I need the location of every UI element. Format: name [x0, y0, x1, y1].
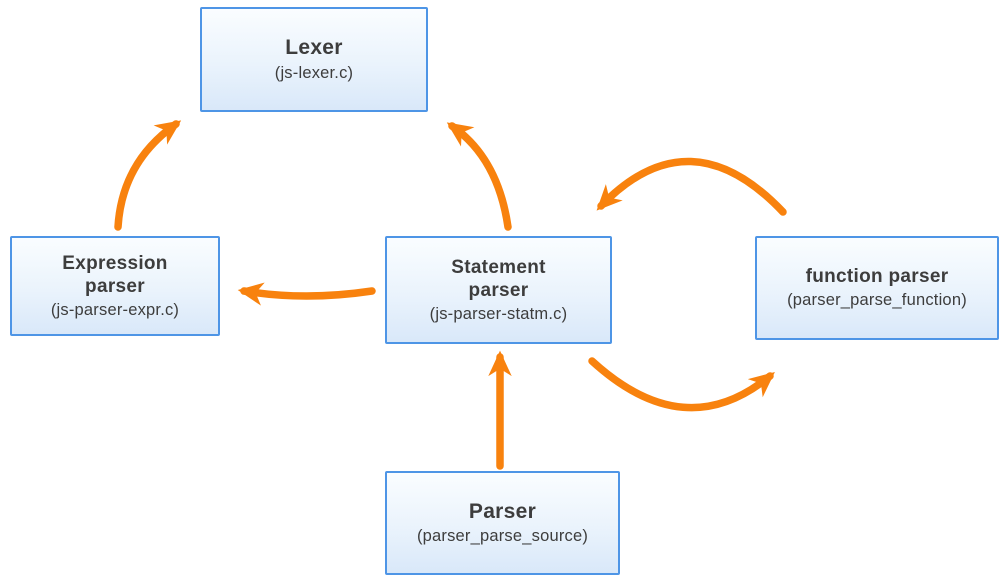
node-title: Statement parser — [451, 256, 546, 301]
node-parser: Parser (parser_parse_source) — [385, 471, 620, 575]
node-subtitle: (parser_parse_function) — [787, 291, 967, 310]
node-title: Parser — [468, 499, 537, 523]
edge-statement-parser-to-expression-parser — [237, 282, 376, 306]
node-function-parser: function parser (parser_parse_function) — [755, 236, 999, 340]
node-subtitle: (parser_parse_source) — [416, 527, 589, 546]
node-subtitle: (js-parser-expr.c) — [50, 300, 180, 319]
edge-statement-parser-to-lexer — [446, 122, 512, 231]
edge-expression-parser-to-lexer — [114, 120, 182, 231]
node-expression-parser: Expression parser (js-parser-expr.c) — [10, 236, 220, 336]
edge-statement-parser-to-function-parser — [588, 357, 775, 412]
node-title: function parser — [805, 266, 949, 288]
node-lexer: Lexer (js-lexer.c) — [200, 7, 428, 112]
node-statement-parser: Statement parser (js-parser-statm.c) — [385, 236, 612, 344]
edge-function-parser-to-statement-parser — [596, 157, 787, 216]
node-subtitle: (js-lexer.c) — [274, 63, 354, 82]
node-title: Expression parser — [62, 252, 168, 297]
node-title: Lexer — [285, 36, 343, 60]
node-subtitle: (js-parser-statm.c) — [429, 304, 568, 323]
